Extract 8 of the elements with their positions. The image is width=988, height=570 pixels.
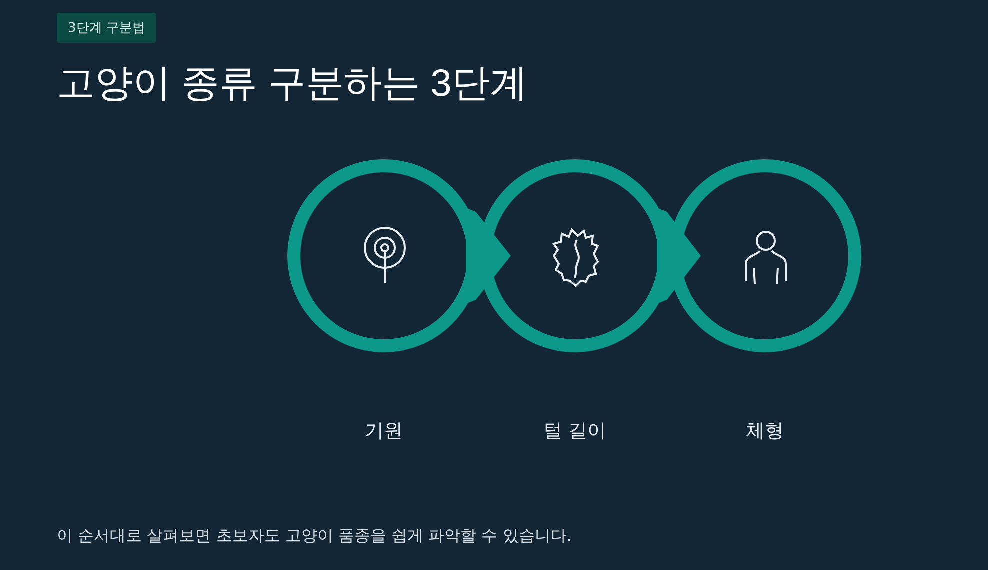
title: 고양이 종류 구분하는 3단계 <box>57 62 528 107</box>
chevron-arrow <box>466 208 511 304</box>
step-label: 체형 <box>745 419 785 444</box>
caption: 이 순서대로 살펴보면 초보자도 고양이 품종을 쉽게 파악할 수 있습니다. <box>57 526 572 547</box>
step-label: 털 길이 <box>542 419 608 444</box>
tag: 3단계 구분법 <box>57 13 156 43</box>
step-label: 기원 <box>364 419 404 444</box>
chevron-arrow <box>657 208 701 304</box>
